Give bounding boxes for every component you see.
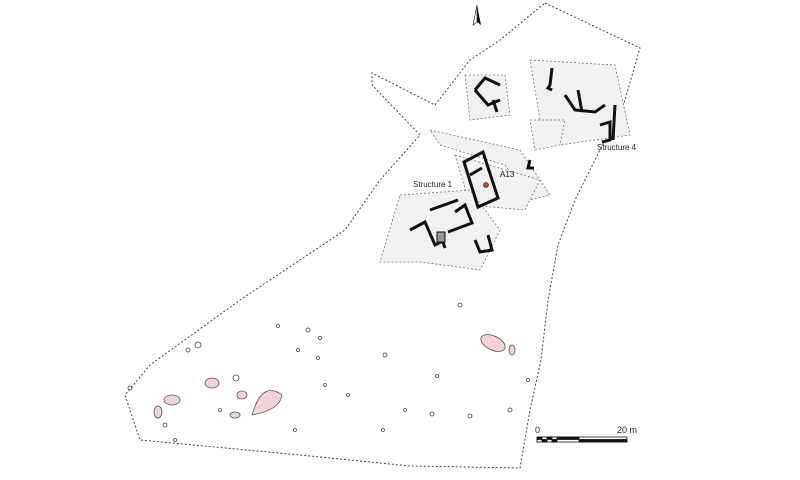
structure-1-label: Structure 1 bbox=[413, 180, 453, 189]
scale-bar bbox=[536, 436, 628, 443]
structure-4-label: Structure 4 bbox=[597, 143, 637, 152]
site-boundary bbox=[124, 2, 641, 469]
postholes bbox=[127, 302, 530, 442]
scale-start-label: 0 bbox=[535, 425, 541, 435]
north-arrow bbox=[472, 4, 481, 26]
walls bbox=[409, 67, 617, 254]
scale-end-label: 20 m bbox=[617, 425, 638, 435]
shaded-room bbox=[436, 231, 446, 243]
pits bbox=[153, 334, 516, 419]
feature-a13-label: A13 bbox=[500, 170, 515, 179]
feature-a13-marker bbox=[483, 182, 489, 188]
